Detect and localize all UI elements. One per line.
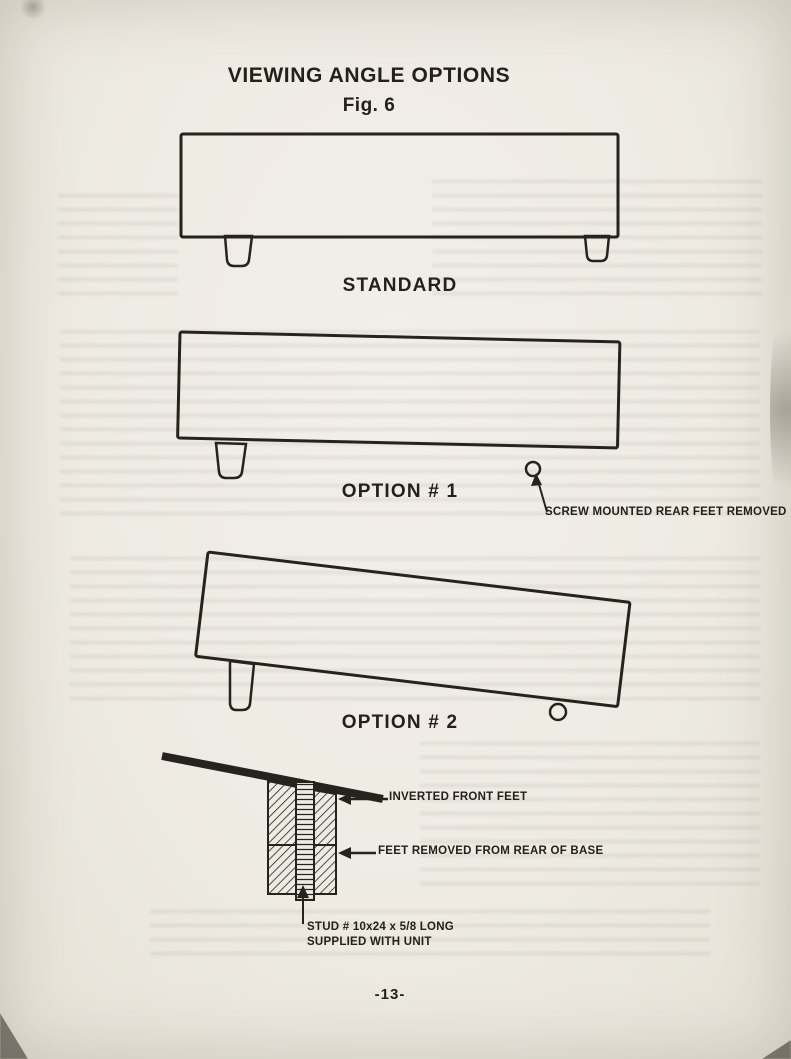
cabinet-outline	[194, 550, 632, 708]
foot-block-right	[312, 788, 337, 846]
base-plate	[161, 752, 384, 803]
standard-label: STANDARD	[342, 275, 458, 296]
inverted-front-feet-callout: INVERTED FRONT FEET	[389, 791, 528, 803]
front-foot	[223, 234, 254, 268]
mounting-detail-diagram	[161, 752, 388, 924]
figure-number: Fig. 6	[342, 95, 396, 116]
arrowhead	[297, 885, 309, 898]
arrowhead	[531, 473, 542, 486]
scan-smudge	[20, 0, 46, 20]
stud-callout-line-2: SUPPLIED WITH UNIT	[307, 936, 432, 948]
option-2-label: OPTION # 2	[341, 712, 459, 733]
option-1-diagram	[176, 330, 622, 513]
scan-corner-mark	[0, 1013, 28, 1059]
rear-screw	[524, 460, 542, 478]
bleedthrough-texture	[58, 190, 178, 300]
callout-arrow	[537, 480, 548, 513]
arrowhead	[338, 847, 351, 859]
scan-smudge	[770, 300, 791, 520]
threaded-stud	[295, 781, 315, 901]
rear-feet-removed-callout: SCREW MOUNTED REAR FEET REMOVED	[545, 506, 787, 518]
inverted-front-foot	[228, 659, 256, 712]
figure-title: VIEWING ANGLE OPTIONS	[227, 64, 511, 87]
foot-block-left	[267, 779, 298, 846]
option-1-label: OPTION # 1	[341, 481, 459, 502]
feet-removed-callout: FEET REMOVED FROM REAR OF BASE	[378, 845, 604, 857]
scan-corner-mark	[762, 1040, 791, 1059]
cabinet-outline	[176, 330, 622, 450]
arrowhead	[338, 793, 351, 805]
standard-diagram	[179, 132, 620, 268]
rear-foot	[583, 234, 611, 263]
front-foot	[214, 441, 248, 480]
cabinet-outline	[179, 132, 620, 239]
stud-callout-line-1: STUD # 10x24 x 5/8 LONG	[307, 921, 455, 933]
rear-rest	[548, 702, 568, 722]
option-2-diagram	[194, 550, 632, 722]
page-number: -13-	[374, 986, 406, 1003]
